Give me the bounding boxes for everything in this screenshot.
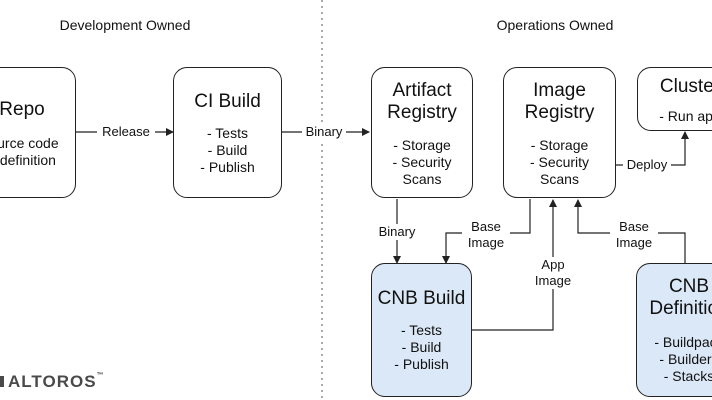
image-registry-item: - Security [529,154,590,170]
cluster-items: - Run app [644,108,712,125]
cluster-title: Cluster [659,76,712,97]
base-image-label-line: Base [471,219,501,234]
development-owned-label: Development Owned [59,17,191,33]
cnb-definition-item: - Stacks [663,368,712,384]
ci-build-items: - Tests - Build - Publish [174,125,281,176]
image-registry-items: - Storage - Security Scans [504,137,615,188]
release-label: Release [97,124,155,140]
cnb-definition-title: CNB Definition [643,276,712,320]
binary-label-top: Binary [302,124,346,140]
image-registry-title: Image Registry [504,80,615,124]
cnb-build-items: - Tests - Build - Publish [372,322,471,373]
altoros-logo-tm: ™ [96,372,105,379]
image-registry-node: Image Registry - Storage - Security Scan… [503,67,616,198]
artifact-registry-title: Artifact Registry [372,80,472,124]
repo-item: I definition [0,152,56,168]
cnb-definition-item: - Builders [659,351,712,367]
artifact-registry-item: Scans [402,171,442,187]
ci-build-node: CI Build - Tests - Build - Publish [173,67,282,198]
app-image-connector [472,199,557,331]
base-image-label-line: Image [467,235,505,250]
cnb-definition-item: - Buildpack [654,334,712,350]
base-image-label-left: Base Image [462,219,510,251]
cnb-build-item: - Build [401,339,442,355]
binary-label-down: Binary [374,224,420,240]
operations-owned-label: Operations Owned [496,17,614,33]
artifact-registry-title-line: Artifact [392,80,452,101]
base-image-label-line: Image [615,235,653,250]
image-registry-item: Scans [540,171,579,187]
cnb-definition-node: CNB Definition - Buildpack - Builders - … [636,263,712,397]
app-image-label-line: Image [534,273,572,288]
altoros-logo-mark [0,376,4,387]
cnb-build-node: CNB Build - Tests - Build - Publish [371,263,472,397]
ci-build-title: CI Build [194,91,261,112]
cluster-node: Cluster - Run app [637,67,712,131]
deploy-label: Deploy [623,157,671,173]
base-image-label-right: Base Image [610,219,658,251]
artifact-registry-items: - Storage - Security Scans [372,137,472,188]
artifact-registry-item: - Storage [393,137,451,153]
image-registry-title-line: Image [533,80,586,101]
cluster-item: - Run app [659,108,712,124]
artifact-registry-item: - Security [392,154,452,170]
altoros-logo-text: ALTOROS [8,372,97,391]
cnb-definition-title-line: Definition [649,298,712,319]
ci-build-item: - Publish [200,159,255,175]
cnb-build-item: - Tests [401,322,442,338]
app-image-label: App Image [529,257,577,289]
artifact-registry-node: Artifact Registry - Storage - Security S… [371,67,473,198]
image-registry-item: - Storage [530,137,589,153]
altoros-logo: ALTOROS™ [0,372,105,392]
ci-build-item: - Tests [207,125,248,141]
repo-title: Repo [0,99,45,120]
base-image-label-line: Base [619,219,649,234]
cnb-build-title: CNB Build [377,288,466,309]
artifact-registry-title-line: Registry [387,102,457,123]
ci-build-item: - Build [207,142,248,158]
cnb-definition-items: - Buildpack - Builders - Stacks [643,334,712,385]
cnb-build-item: - Publish [394,356,449,372]
app-image-label-line: App [541,257,565,272]
cnb-definition-title-line: CNB [668,276,710,297]
image-registry-title-line: Registry [524,102,595,123]
